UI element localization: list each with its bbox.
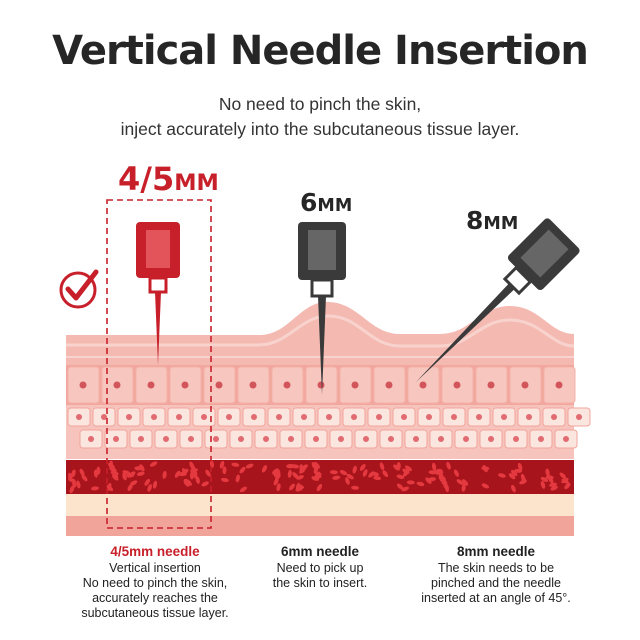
epidermal-cells [67, 407, 591, 449]
subtitle-line-2: inject accurately into the subcutaneous … [120, 119, 520, 139]
caption-title: 6mm needle [280, 544, 360, 559]
caption-6mm: 6mm needle Need to pick up the skin to i… [240, 544, 400, 591]
needle-8mm-icon [415, 218, 580, 383]
caption-text: The skin needs to be pinched and the nee… [421, 561, 571, 605]
needle-size-label-4-5mm: 4/5MM [118, 160, 219, 198]
needle-4-5mm-icon [136, 222, 180, 365]
caption-title: 4/5mm needle [110, 544, 200, 559]
highlight-box [106, 199, 212, 529]
caption-8mm: 8mm needle The skin needs to be pinched … [396, 544, 596, 606]
blood-cells [67, 460, 571, 494]
subcutaneous-layer [66, 494, 574, 516]
caption-text: Vertical insertion No need to pinch the … [81, 561, 229, 620]
subtitle-line-1: No need to pinch the skin, [218, 94, 422, 114]
caption-4-5mm: 4/5mm needle Vertical insertion No need … [60, 544, 250, 621]
page-title: Vertical Needle Insertion [52, 28, 589, 74]
needle-size-label-8mm: 8MM [466, 206, 519, 235]
caption-title: 8mm needle [456, 544, 536, 559]
page-subtitle: No need to pinch the skin, inject accura… [0, 92, 640, 142]
needle-size-label-6mm: 6MM [300, 188, 353, 217]
dermis-cells [67, 366, 576, 404]
check-circle-icon [59, 269, 99, 309]
skin-layers [66, 301, 591, 536]
needle-6mm-icon [298, 222, 346, 395]
caption-text: Need to pick up the skin to insert. [272, 561, 368, 590]
